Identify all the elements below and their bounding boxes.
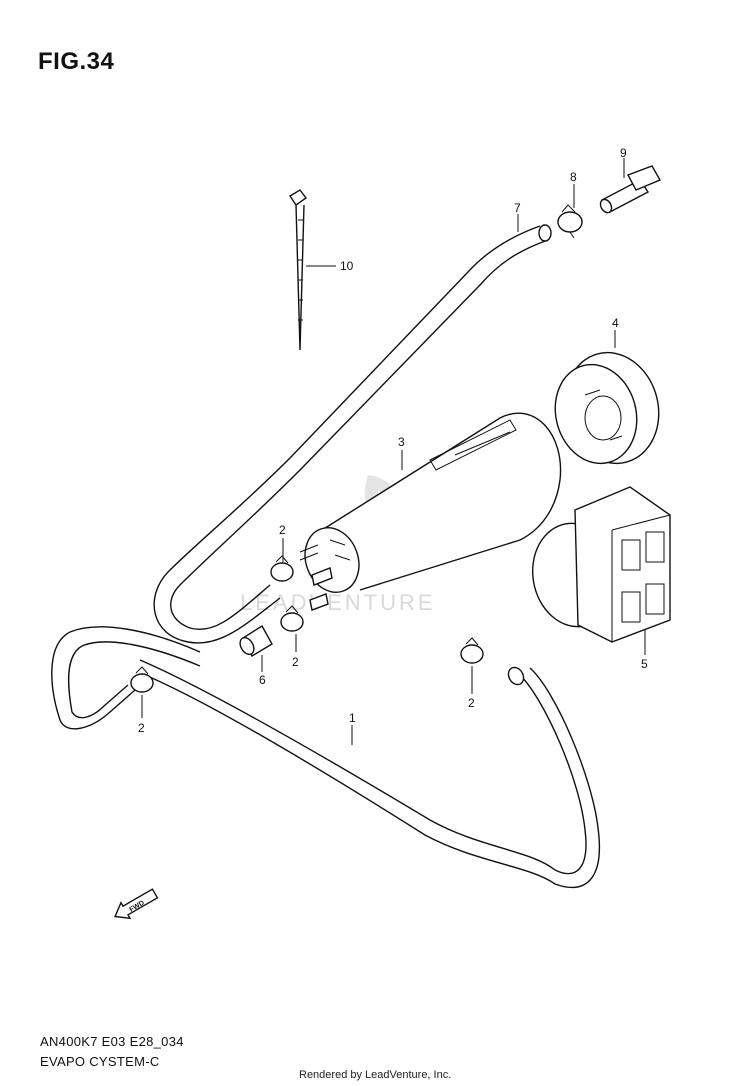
callout-2c: 2 bbox=[138, 721, 145, 735]
part-8-clamp bbox=[557, 204, 583, 239]
part-5-bracket bbox=[531, 486, 671, 643]
figure-title: FIG.34 bbox=[38, 48, 115, 75]
callout-2d: 2 bbox=[468, 696, 475, 710]
part-2-clamp-d bbox=[460, 637, 484, 664]
callout-9: 9 bbox=[620, 146, 627, 160]
part-1-hose bbox=[51, 626, 600, 889]
callout-8: 8 bbox=[570, 170, 577, 184]
part-2-clamp-a bbox=[270, 555, 294, 582]
callout-2b: 2 bbox=[292, 655, 299, 669]
callout-4: 4 bbox=[612, 316, 619, 330]
part-2-clamp-c bbox=[130, 666, 154, 693]
diagram-code: AN400K7 E03 E28_034 bbox=[40, 1034, 184, 1049]
callout-2a: 2 bbox=[279, 523, 286, 537]
callout-7: 7 bbox=[514, 201, 521, 215]
part-10-cable-tie bbox=[289, 189, 307, 351]
part-7-hose bbox=[153, 224, 552, 644]
rendered-by-credit: Rendered by LeadVenture, Inc. bbox=[299, 1069, 452, 1081]
part-9-joint bbox=[599, 165, 662, 214]
fwd-arrow-icon: FWD bbox=[114, 888, 159, 920]
part-3-canister bbox=[299, 412, 562, 611]
leader-lines bbox=[141, 158, 646, 745]
callout-10: 10 bbox=[340, 259, 354, 273]
watermark-text: LEADVENTURE bbox=[240, 590, 436, 615]
system-name: EVAPO CYSTEM-C bbox=[40, 1054, 160, 1069]
part-2-clamp-b bbox=[280, 605, 304, 632]
callout-3: 3 bbox=[398, 435, 405, 449]
part-4-cap bbox=[554, 351, 660, 465]
callout-6: 6 bbox=[259, 673, 266, 687]
callout-1: 1 bbox=[349, 711, 356, 725]
part-6-plug bbox=[239, 625, 273, 657]
callout-5: 5 bbox=[641, 657, 648, 671]
